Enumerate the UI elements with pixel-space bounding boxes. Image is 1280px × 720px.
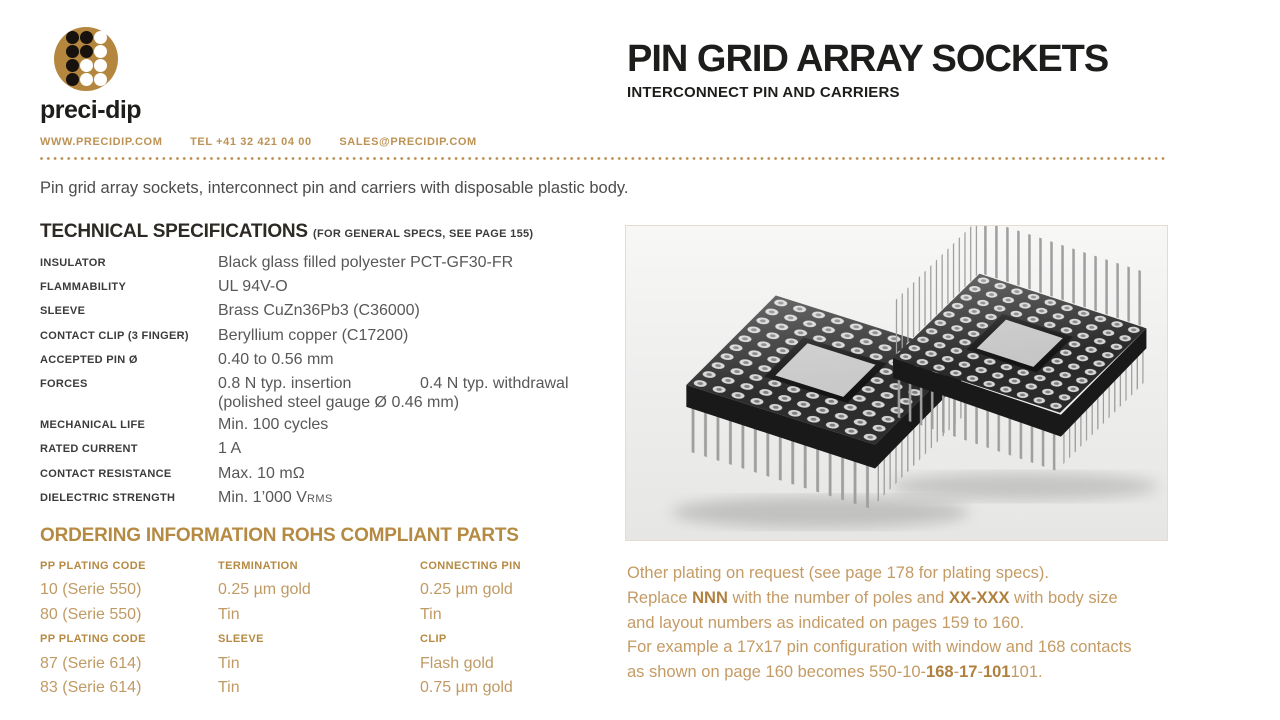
spec-label: CONTACT CLIP (3 FINGER) [40, 329, 189, 342]
ordering-table: PP PLATING CODE SLEEVE CLIP 87 (Serie 614) T… [40, 627, 628, 700]
ordering-cell: 0.25 µm gold [420, 581, 513, 599]
spec-value: UL 94V-O [218, 278, 288, 296]
contact-line: WWW.PRECIDIP.COM TEL +41 32 421 04 00 SA… [40, 136, 501, 148]
ordering-row: 87 (Serie 614) Tin Flash gold [40, 652, 628, 676]
spec-row: INSULATOR Black glass filled polyester PC… [40, 251, 628, 275]
spec-label: RATED CURRENT [40, 443, 138, 456]
note-line: Other plating on request (see page 178 f… [627, 564, 1049, 582]
ordering-col-header: TERMINATION [218, 560, 298, 572]
spec-value: 1 A [218, 440, 242, 458]
ordering-cell: Tin [218, 654, 240, 672]
intro-text: Pin grid array sockets, interconnect pin… [40, 179, 629, 197]
spec-row: ACCEPTED PIN Ø 0.40 to 0.56 mm [40, 348, 628, 372]
product-photo [625, 225, 1168, 541]
pga-sockets-illustration [671, 226, 1159, 529]
ordering-col-header: CONNECTING PIN [420, 560, 521, 572]
ordering-col-header: PP PLATING CODE [40, 560, 146, 572]
spec-value: Beryllium copper (C17200) [218, 326, 409, 344]
ordering-tables: PP PLATING CODE TERMINATION CONNECTING PIN… [40, 554, 628, 700]
ordering-cell: Tin [420, 605, 442, 623]
spec-label: CONTACT RESISTANCE [40, 467, 172, 480]
spec-row: RATED CURRENT 1 A [40, 437, 628, 461]
dotted-divider [40, 157, 1167, 161]
ordering-col-header: PP PLATING CODE [40, 633, 146, 646]
ordering-information-section: ORDERING INFORMATION ROHS COMPLIANT PART… [40, 525, 628, 700]
page-title: PIN GRID ARRAY SOCKETS [627, 38, 1109, 80]
spec-label: SLEEVE [40, 305, 86, 318]
specs-heading-note: (FOR GENERAL SPECS, SEE PAGE 155) [313, 228, 534, 240]
socket-right [893, 226, 1147, 473]
ordering-cell: Tin [218, 679, 240, 697]
ordering-cell: 0.25 µm gold [218, 581, 311, 599]
spec-value: Black glass filled polyester PCT-GF30-FR [218, 254, 514, 271]
technical-specifications-heading: TECHNICAL SPECIFICATIONS (FOR GENERAL SP… [40, 221, 628, 243]
spec-row: SLEEVE Brass CuZn36Pb3 (C36000) [40, 299, 628, 323]
spec-row: CONTACT RESISTANCE Max. 10 mΩ [40, 462, 628, 486]
ordering-cell: 83 (Serie 614) [40, 679, 142, 697]
spec-label: DIELECTRIC STRENGTH [40, 491, 176, 504]
phone-text: TEL +41 32 421 04 00 [190, 136, 312, 148]
note-line: as shown on page 160 becomes 550-10-168-… [627, 663, 1043, 682]
ordering-header-row: PP PLATING CODE TERMINATION CONNECTING PIN [40, 554, 628, 578]
ordering-row: 83 (Serie 614) Tin 0.75 µm gold [40, 676, 628, 700]
spec-value: Brass CuZn36Pb3 (C36000) [218, 302, 420, 320]
precidip-logo-icon [54, 27, 118, 91]
spec-label: MECHANICAL LIFE [40, 419, 146, 432]
ordering-row: 10 (Serie 550) 0.25 µm gold 0.25 µm gold [40, 578, 628, 602]
ordering-table: PP PLATING CODE TERMINATION CONNECTING PIN… [40, 554, 628, 627]
spec-row: FLAMMABILITY UL 94V-O [40, 275, 628, 299]
specs-heading-text: TECHNICAL SPECIFICATIONS [40, 221, 308, 242]
ordering-row: 80 (Serie 550) Tin Tin [40, 603, 628, 627]
ordering-cell: 0.75 µm gold [420, 679, 513, 697]
note-line: For example a 17x17 pin configuration wi… [627, 638, 1132, 657]
ordering-col-header: SLEEVE [218, 633, 264, 646]
ordering-cell: 80 (Serie 550) [40, 605, 142, 623]
spec-value: Min. 100 cycles [218, 416, 329, 434]
spec-value: Max. 10 mΩ [218, 464, 305, 482]
technical-specifications-section: TECHNICAL SPECIFICATIONS (FOR GENERAL SP… [40, 221, 628, 511]
ordering-cell: Flash gold [420, 654, 494, 672]
tech-spec-rows: INSULATOR Black glass filled polyester PC… [40, 251, 628, 511]
ordering-cell: Tin [218, 605, 240, 623]
page-subtitle: INTERCONNECT PIN AND CARRIERS [627, 84, 900, 101]
spec-label: FORCES [40, 378, 88, 391]
spec-label: FLAMMABILITY [40, 281, 127, 294]
ordering-notes: Other plating on request (see page 178 f… [627, 561, 1277, 685]
ordering-cell: 10 (Serie 550) [40, 581, 142, 599]
note-line: and layout numbers as indicated on pages… [627, 613, 1025, 632]
spec-row: MECHANICAL LIFE Min. 100 cycles [40, 413, 628, 437]
ordering-cell: 87 (Serie 614) [40, 654, 142, 672]
ordering-heading: ORDERING INFORMATION ROHS COMPLIANT PART… [40, 525, 519, 546]
ordering-header-row: PP PLATING CODE SLEEVE CLIP [40, 627, 628, 651]
spec-row: CONTACT CLIP (3 FINGER) Beryllium copper … [40, 324, 628, 348]
email-text: SALES@PRECIDIP.COM [339, 136, 477, 148]
spec-value: 0.40 to 0.56 mm [218, 350, 334, 368]
spec-label: ACCEPTED PIN Ø [40, 353, 138, 366]
logo-dot-grid [66, 31, 107, 86]
spec-label: INSULATOR [40, 257, 106, 269]
website-text: WWW.PRECIDIP.COM [40, 136, 163, 148]
brand-wordmark: preci-dip [40, 96, 142, 124]
ordering-col-header: CLIP [420, 633, 447, 646]
spec-row: DIELECTRIC STRENGTH Min. 1’000 VRMS [40, 486, 628, 511]
spec-value: Min. 1’000 VRMS [218, 488, 333, 506]
note-line: Replace NNN with the number of poles and… [627, 588, 1118, 607]
